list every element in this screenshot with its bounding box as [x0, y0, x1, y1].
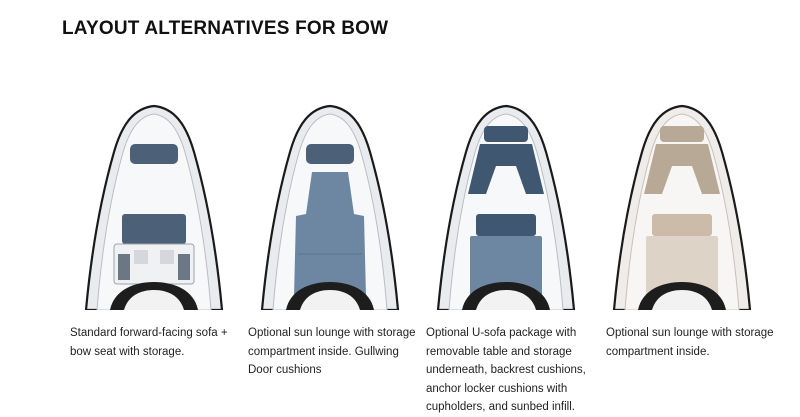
caption-sun-lounge-gullwing: Optional sun lounge with storage compart…	[248, 327, 416, 376]
boat-layout-sun-lounge	[260, 104, 400, 310]
caption-standard: Standard forward-facing sofa + bow seat …	[70, 327, 228, 358]
caption-u-sofa: Optional U-sofa package with removable t…	[426, 327, 586, 413]
boat-layout-standard	[84, 104, 224, 310]
caption-sun-lounge: Optional sun lounge with storage compart…	[606, 327, 774, 358]
boat-layout-u-sofa	[436, 104, 576, 310]
page-title: LAYOUT ALTERNATIVES FOR BOW	[62, 18, 389, 39]
boat-layout-sun-lounge-beige	[612, 104, 752, 310]
